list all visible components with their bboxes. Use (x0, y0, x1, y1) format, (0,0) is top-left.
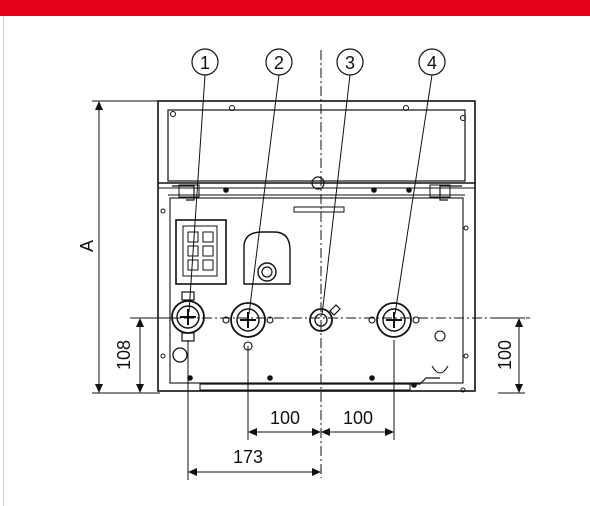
dimension-total-left-label: 173 (233, 447, 263, 467)
callout-4: 4 (418, 48, 446, 76)
dimension-a-label: A (77, 240, 97, 252)
callout-leaders (188, 74, 433, 316)
callout-4-label: 4 (427, 53, 437, 73)
callout-3-label: 3 (345, 53, 355, 73)
dimension-left-offset-label: 108 (114, 340, 134, 370)
connection-2-fitting (222, 302, 274, 351)
callout-2-label: 2 (274, 53, 284, 73)
callout-1: 1 (191, 48, 219, 76)
connection-1-fitting (171, 291, 205, 342)
dimension-right-offset-label: 100 (495, 340, 515, 370)
connection-4-fitting (368, 302, 420, 338)
callout-2: 2 (265, 48, 293, 76)
callout-1-label: 1 (200, 53, 210, 73)
center-lines (130, 50, 530, 478)
page-left-border (3, 16, 4, 506)
unit-housing (157, 100, 476, 393)
dimension-spacing-left-label: 100 (270, 408, 300, 428)
callout-3: 3 (336, 48, 364, 76)
dimension-spacing-right-label: 100 (343, 408, 373, 428)
header-bar (0, 0, 590, 16)
dimension-arrowheads (95, 101, 523, 476)
dimension-lines (92, 100, 525, 480)
